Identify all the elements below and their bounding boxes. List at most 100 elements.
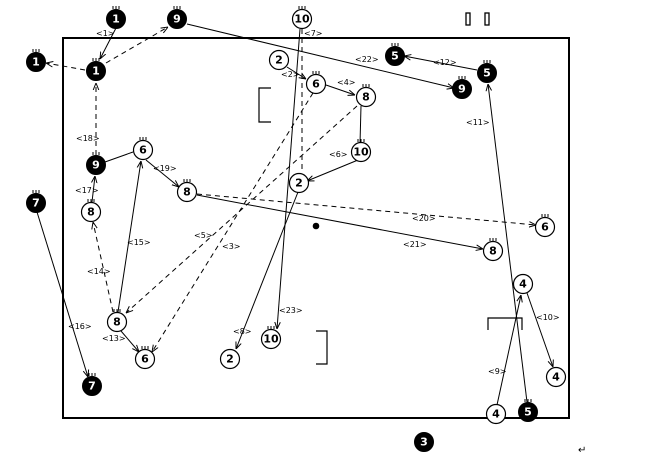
player-black-1[interactable]: 1 bbox=[106, 6, 126, 29]
step-label: <10> bbox=[536, 313, 560, 322]
player-white-8[interactable]: 8 bbox=[355, 84, 377, 108]
arrow-9 bbox=[496, 295, 521, 406]
player-black-9[interactable]: 9 bbox=[452, 76, 472, 99]
player-white-6[interactable]: 6 bbox=[134, 346, 156, 370]
player-white-8[interactable]: 8 bbox=[482, 238, 504, 262]
player-black-7[interactable]: 7 bbox=[26, 190, 46, 213]
player-number: 6 bbox=[139, 144, 147, 157]
player-number: 8 bbox=[362, 91, 370, 104]
return-mark: ↵ bbox=[578, 445, 586, 456]
arrow-10 bbox=[526, 292, 553, 367]
player-white-4[interactable]: 4 bbox=[512, 273, 534, 295]
player-number: 1 bbox=[112, 13, 120, 26]
step-label: <5> bbox=[194, 231, 213, 240]
step-label: <20> bbox=[412, 214, 436, 223]
player-number: 5 bbox=[391, 50, 399, 63]
step-labels: <1> <2> <3> <4> <5> <6> <7> <8> <9> <10>… bbox=[68, 29, 560, 376]
arrow-12 bbox=[404, 56, 478, 71]
step-label: <17> bbox=[75, 186, 99, 195]
player-black-1[interactable]: 1 bbox=[26, 49, 46, 72]
player-number: 2 bbox=[275, 54, 283, 67]
field-boundary bbox=[62, 37, 570, 419]
player-white-10[interactable]: 10 bbox=[260, 326, 282, 350]
player-number: 3 bbox=[420, 436, 428, 449]
player-number: 9 bbox=[458, 83, 466, 96]
arrow-14 bbox=[93, 222, 114, 313]
players: 1 1 1 9 9 9 5 bbox=[26, 6, 567, 452]
arrow-dash-1-to-9 bbox=[105, 27, 168, 64]
step-label: <8> bbox=[233, 327, 252, 336]
player-black-5[interactable]: 5 bbox=[385, 43, 405, 66]
step-label: <15> bbox=[127, 238, 151, 247]
player-number: 9 bbox=[173, 13, 181, 26]
player-white-2[interactable]: 2 bbox=[219, 348, 241, 370]
arrow-15 bbox=[117, 161, 141, 313]
ball bbox=[312, 222, 320, 230]
step-label: <3> bbox=[222, 242, 241, 251]
step-label: <23> bbox=[279, 306, 303, 315]
step-label: <9> bbox=[488, 367, 507, 376]
player-white-8[interactable]: 8 bbox=[80, 199, 102, 223]
arrow-3 bbox=[152, 92, 314, 352]
step-label: <18> bbox=[76, 134, 100, 143]
step-label: <11> bbox=[466, 118, 490, 127]
bracket-right bbox=[487, 317, 523, 330]
player-black-3[interactable]: 3 bbox=[414, 432, 434, 452]
player-white-6[interactable]: 6 bbox=[132, 137, 154, 161]
arrow-20 bbox=[196, 193, 536, 225]
player-number: 7 bbox=[32, 197, 40, 210]
step-label: <22> bbox=[355, 55, 379, 64]
player-black-9[interactable]: 9 bbox=[167, 6, 187, 29]
player-number: 6 bbox=[541, 221, 549, 234]
player-number: 8 bbox=[87, 206, 95, 219]
player-number: 8 bbox=[113, 316, 121, 329]
player-white-10[interactable]: 10 bbox=[350, 139, 372, 163]
arrow-22 bbox=[186, 23, 454, 88]
marker-rect-right bbox=[484, 12, 490, 26]
arrow-21 bbox=[196, 194, 483, 249]
arrow-5 bbox=[126, 105, 358, 313]
player-black-5[interactable]: 5 bbox=[518, 399, 538, 422]
player-black-5[interactable]: 5 bbox=[477, 60, 497, 83]
player-number: 7 bbox=[88, 380, 96, 393]
step-label: <12> bbox=[433, 58, 457, 67]
player-number: 8 bbox=[489, 245, 497, 258]
arrow-8 bbox=[236, 191, 299, 349]
player-number: 4 bbox=[492, 408, 500, 421]
player-number: 2 bbox=[226, 353, 234, 366]
player-number: 5 bbox=[524, 406, 532, 419]
step-label: <2> bbox=[281, 70, 300, 79]
arrow-9-to-6 bbox=[104, 151, 134, 163]
player-white-8[interactable]: 8 bbox=[176, 179, 198, 203]
player-white-4[interactable]: 4 bbox=[545, 366, 567, 388]
player-number: 1 bbox=[92, 65, 100, 78]
player-black-7[interactable]: 7 bbox=[82, 373, 102, 396]
arrow-4 bbox=[325, 84, 355, 95]
step-label: <13> bbox=[102, 334, 126, 343]
player-white-4[interactable]: 4 bbox=[485, 403, 507, 425]
player-white-2[interactable]: 2 bbox=[288, 172, 310, 194]
step-label: <19> bbox=[153, 164, 177, 173]
player-black-9[interactable]: 9 bbox=[86, 152, 106, 175]
arrow-1 bbox=[100, 27, 117, 59]
player-number: 9 bbox=[92, 159, 100, 172]
step-label: <7> bbox=[304, 29, 323, 38]
player-white-6[interactable]: 6 bbox=[305, 71, 327, 95]
arrow-19 bbox=[145, 159, 179, 187]
player-white-8[interactable]: 8 bbox=[106, 309, 128, 333]
player-white-2[interactable]: 2 bbox=[268, 49, 290, 71]
player-number: 10 bbox=[294, 13, 310, 26]
arrow-6-top bbox=[359, 105, 362, 145]
player-white-6[interactable]: 6 bbox=[534, 214, 556, 238]
movement-arrows bbox=[36, 23, 553, 406]
bracket-top bbox=[258, 87, 271, 123]
player-number: 4 bbox=[519, 278, 527, 291]
player-number: 4 bbox=[552, 371, 560, 384]
marker-rect-left bbox=[465, 12, 471, 26]
player-number: 5 bbox=[483, 67, 491, 80]
player-number: 6 bbox=[141, 353, 149, 366]
player-white-10[interactable]: 10 bbox=[291, 6, 313, 30]
player-black-1[interactable]: 1 bbox=[86, 58, 106, 81]
step-label: <1> bbox=[96, 29, 115, 38]
